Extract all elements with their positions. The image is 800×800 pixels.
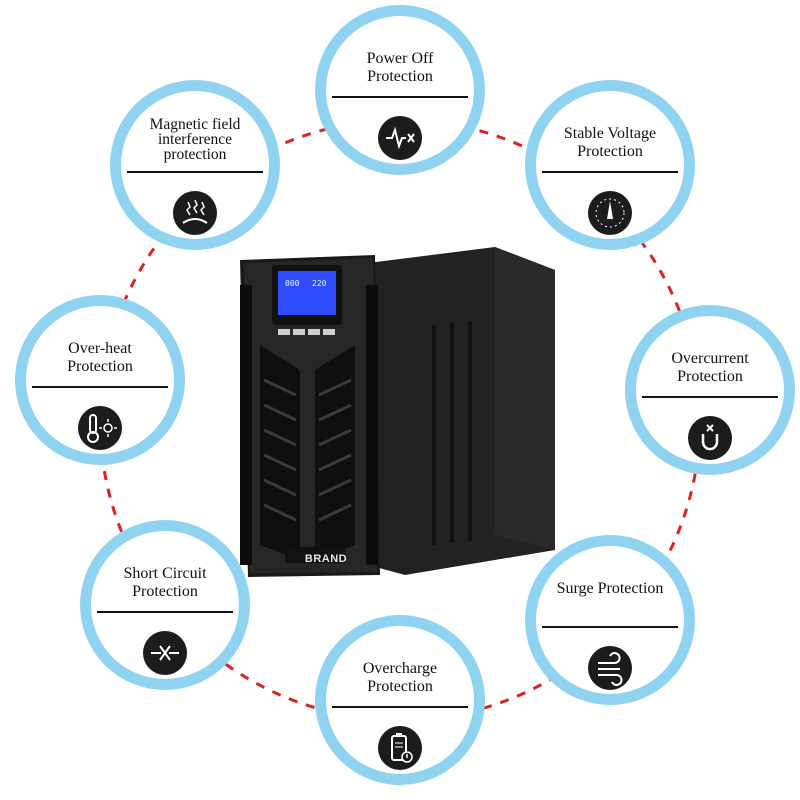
feature-label: Short Circuit Protection: [123, 565, 207, 600]
feature-label: Overcurrent Protection: [671, 350, 749, 385]
divider: [542, 171, 678, 173]
feature-label: Surge Protection: [556, 580, 664, 597]
lcd-right-readout: 220: [312, 279, 327, 288]
feature-overcharge: Overcharge Protection: [315, 615, 485, 785]
divider: [642, 396, 778, 398]
divider: [542, 626, 678, 628]
feature-magnetic-field: Magnetic field interference protection: [110, 80, 280, 250]
divider: [332, 706, 468, 708]
ups-device-image: [240, 247, 555, 577]
feature-stable-voltage: Stable Voltage Protection: [525, 80, 695, 250]
feature-label: Magnetic field interference protection: [149, 116, 241, 163]
feature-label: Stable Voltage Protection: [563, 125, 657, 160]
battery-warning-icon: [378, 726, 422, 770]
short-circuit-icon: [143, 631, 187, 675]
feature-power-off: Power Off Protection: [315, 5, 485, 175]
feature-label: Over-heat Protection: [67, 340, 133, 375]
divider: [97, 611, 233, 613]
feature-overcurrent: Overcurrent Protection: [625, 305, 795, 475]
power-off-pulse-icon: [378, 116, 422, 160]
feature-label: Overcharge Protection: [362, 660, 438, 695]
magnetic-interference-icon: [173, 191, 217, 235]
thermometer-sun-icon: [78, 406, 122, 450]
feature-label: Power Off Protection: [366, 50, 434, 85]
surge-wave-icon: [588, 646, 632, 690]
gauge-needle-icon: [588, 191, 632, 235]
divider: [332, 96, 468, 98]
feature-surge: Surge Protection: [525, 535, 695, 705]
feature-short-circuit: Short Circuit Protection: [80, 520, 250, 690]
lcd-left-readout: 000: [285, 279, 300, 288]
divider: [32, 386, 168, 388]
brand-label: BRAND: [304, 553, 348, 565]
magnet-current-icon: [688, 416, 732, 460]
divider: [127, 171, 263, 173]
feature-over-heat: Over-heat Protection: [15, 295, 185, 465]
